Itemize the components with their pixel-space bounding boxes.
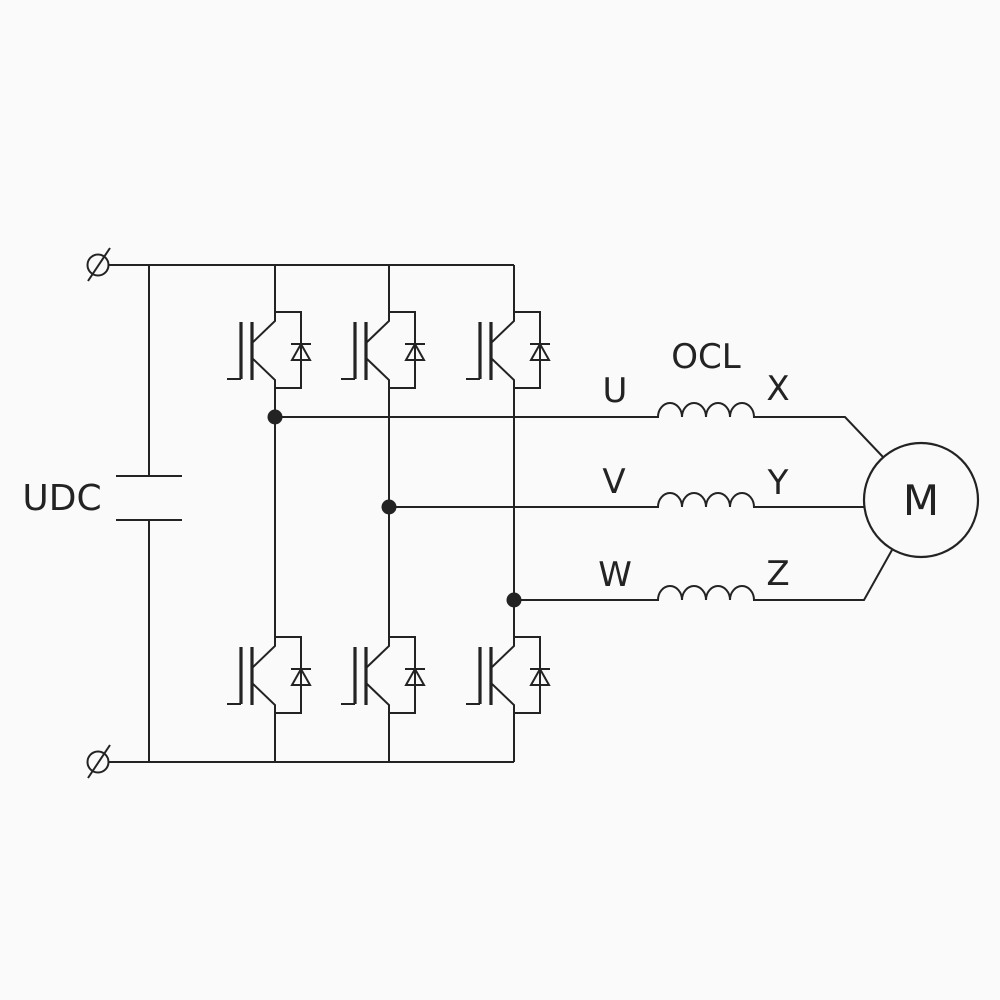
dc-negative-terminal-icon: [86, 744, 111, 779]
igbt-top-leg3: [464, 310, 552, 390]
junction-dot-u: [267, 409, 283, 425]
igbt-bottom-leg1: [225, 635, 313, 715]
igbt-bottom-leg2: [339, 635, 427, 715]
junction-dot-v: [381, 499, 397, 515]
phase-u-line: [275, 402, 884, 458]
terminal-y-label: Y: [767, 463, 789, 503]
ocl-label: OCL: [671, 337, 741, 377]
dc-positive-terminal-icon: [86, 247, 111, 282]
phase-v-line: [389, 492, 864, 508]
terminal-x-label: X: [766, 369, 789, 409]
phase-w-label: W: [598, 555, 632, 595]
motor-symbol: [862, 441, 980, 559]
udc-label: UDC: [22, 478, 101, 519]
junction-dot-w: [506, 592, 522, 608]
dc-link-capacitor: [116, 265, 182, 762]
igbt-top-leg1: [225, 310, 313, 390]
igbt-top-leg2: [339, 310, 427, 390]
phase-v-label: V: [602, 462, 625, 502]
phase-u-label: U: [603, 371, 628, 411]
igbt-bottom-leg3: [464, 635, 552, 715]
motor-label: M: [903, 476, 939, 525]
phase-w-line: [514, 549, 893, 601]
terminal-z-label: Z: [766, 554, 789, 594]
